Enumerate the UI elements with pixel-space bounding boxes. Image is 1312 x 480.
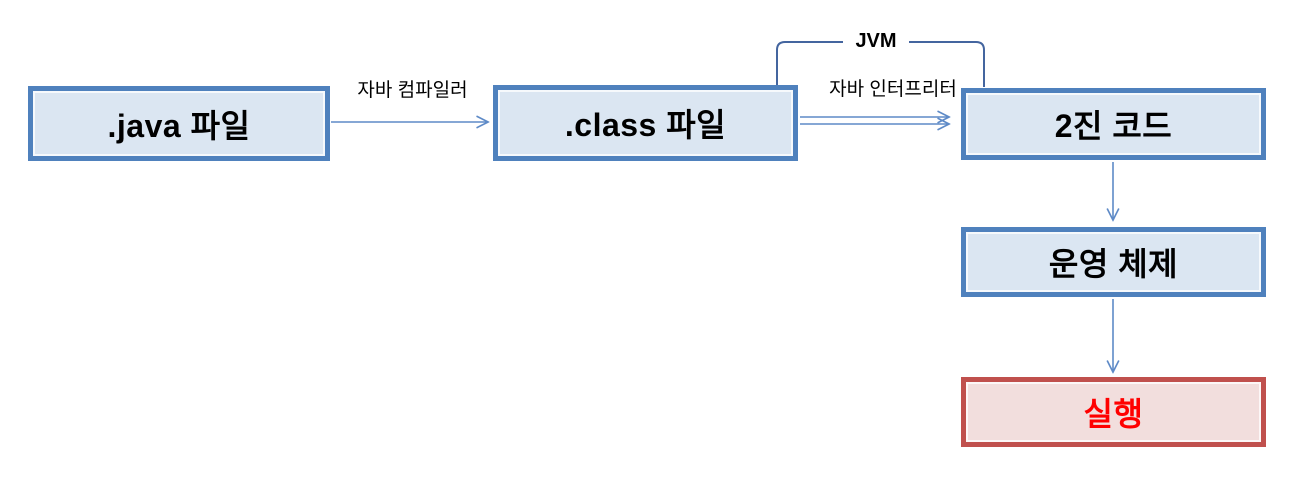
node-binary-code: 2진 코드 [961,88,1266,160]
jvm-bracket-label: JVM [843,28,909,54]
edge-label-java-compiler: 자바 컴파일러 [357,80,468,101]
node-java-file: .java 파일 [28,86,330,161]
node-execute: 실행 [961,377,1266,447]
edge-label-java-interpreter: 자바 인터프리터 [829,79,957,100]
node-class-file: .class 파일 [493,85,798,161]
node-operating-system: 운영 체제 [961,227,1266,297]
